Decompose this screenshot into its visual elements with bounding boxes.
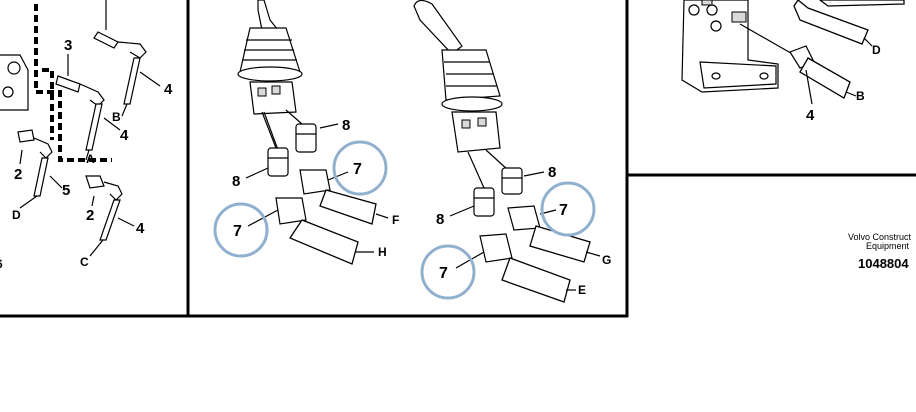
label-4-mid: 4 xyxy=(120,127,129,144)
middle-panel: 8 8 8 8 F H G E 7 7 7 7 xyxy=(213,0,611,303)
svg-text:7: 7 xyxy=(559,202,568,219)
callout-7-c: 7 xyxy=(540,181,596,237)
label-h: H xyxy=(378,245,387,259)
label-2-lower: 2 xyxy=(86,207,94,224)
label-e: E xyxy=(578,283,586,297)
label-cut: 6 xyxy=(0,257,3,271)
label-3: 3 xyxy=(64,37,72,54)
label-b-right: B xyxy=(856,89,865,103)
label-f: F xyxy=(392,213,399,227)
caption-part-number: 1048804 xyxy=(858,256,909,271)
label-4-top: 4 xyxy=(164,81,173,98)
callout-7-d: 7 xyxy=(420,244,476,300)
callout-7-a: 7 xyxy=(332,140,388,196)
label-8-a: 8 xyxy=(342,117,350,134)
label-b-left: B xyxy=(112,110,121,124)
label-4-lower: 4 xyxy=(136,220,145,237)
callout-7-b: 7 xyxy=(213,202,269,258)
panel-frames xyxy=(0,0,916,318)
label-8-c: 8 xyxy=(548,164,556,181)
right-top-panel: 4 B D xyxy=(681,0,905,124)
label-g: G xyxy=(602,253,611,267)
label-8-b: 8 xyxy=(232,173,240,190)
caption: Volvo Construct Equipment 1048804 xyxy=(848,232,912,271)
caption-company-line2: Equipment xyxy=(866,241,910,251)
caption-company-line1: Volvo Construct xyxy=(848,232,912,242)
svg-text:7: 7 xyxy=(353,161,362,178)
label-d-left: D xyxy=(12,208,21,222)
joystick-left xyxy=(237,0,303,151)
label-2-left: 2 xyxy=(14,166,22,183)
label-8-d: 8 xyxy=(436,211,444,228)
left-panel: 3 4 B 4 A 2 5 D 2 4 C 6 xyxy=(0,0,173,271)
label-5: 5 xyxy=(62,182,70,199)
label-c: C xyxy=(80,255,89,269)
svg-text:7: 7 xyxy=(233,223,242,240)
label-a: A xyxy=(86,152,95,166)
label-4-right: 4 xyxy=(806,107,815,124)
svg-text:7: 7 xyxy=(439,265,448,282)
label-d-right: D xyxy=(872,43,881,57)
joystick-right xyxy=(413,0,509,189)
